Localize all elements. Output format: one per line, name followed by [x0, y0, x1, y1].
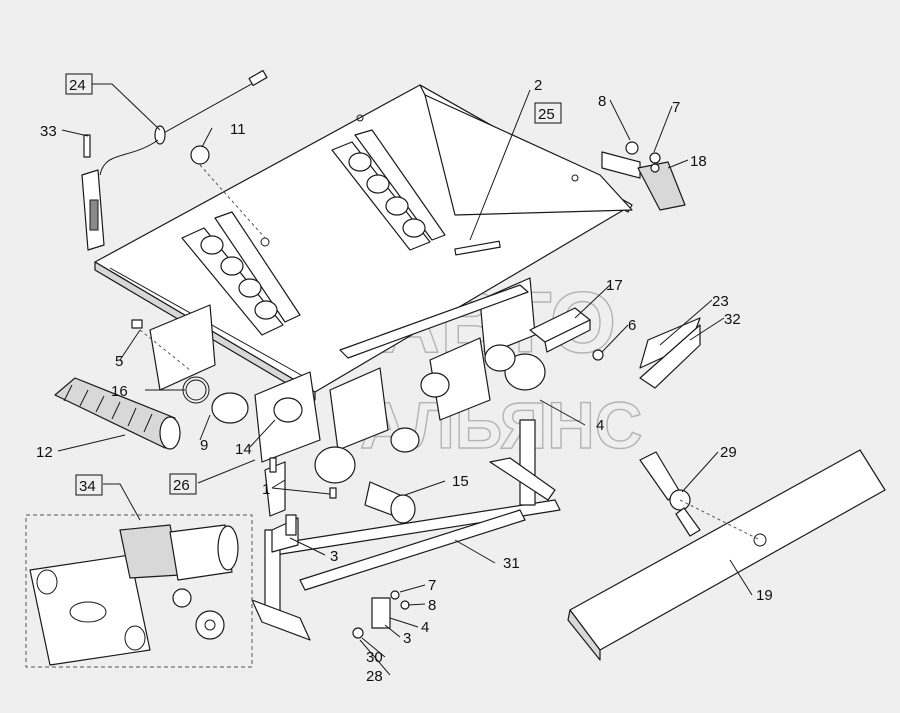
callout-18: 18 [690, 153, 707, 170]
fasteners [131, 240, 604, 639]
sensor-cable [81, 69, 268, 251]
side-bracket [601, 141, 686, 211]
callout-labels: 24 25 26 34 33 11 2 8 7 18 17 6 23 32 4 … [36, 77, 773, 685]
callout-4-bottom: 4 [421, 619, 429, 636]
bracket-plate [529, 307, 591, 353]
callout-9: 9 [200, 437, 208, 454]
callout-3-bottom: 3 [403, 630, 411, 647]
plug-cap [190, 145, 210, 165]
hopper-plate [94, 84, 633, 401]
callout-1: 1 [262, 481, 270, 498]
callout-box-24 [65, 73, 93, 95]
callout-17: 17 [606, 277, 623, 294]
callout-26: 26 [173, 477, 190, 494]
callout-11: 11 [230, 121, 246, 138]
callout-15: 15 [452, 473, 469, 490]
leader-lines [57, 83, 753, 676]
callout-25: 25 [538, 106, 555, 123]
callout-box-34 [75, 474, 103, 496]
callout-4-mid: 4 [596, 417, 604, 434]
callout-33: 33 [40, 123, 57, 140]
callout-24: 24 [69, 77, 86, 94]
callout-12: 12 [36, 444, 53, 461]
callout-box-25 [534, 102, 562, 124]
callout-6: 6 [628, 317, 636, 334]
mounting-bracket [271, 514, 299, 553]
callout-14: 14 [235, 441, 252, 458]
callout-31: 31 [503, 555, 520, 572]
side-cover [567, 449, 886, 661]
callout-16: 16 [111, 383, 128, 400]
handle-knob [639, 451, 701, 537]
callout-7-bottom: 7 [428, 577, 436, 594]
callout-30: 30 [366, 649, 383, 666]
callout-34: 34 [79, 478, 96, 495]
callout-8-top: 8 [598, 93, 606, 110]
callout-7-top: 7 [672, 99, 680, 116]
callout-8-bottom: 8 [428, 597, 436, 614]
callout-32: 32 [724, 311, 741, 328]
support-frame [251, 419, 561, 641]
drive-inset [25, 514, 253, 668]
callout-28: 28 [366, 668, 383, 685]
flexible-hose [54, 377, 181, 450]
guide-lines [139, 164, 761, 541]
pipe-sleeve [364, 481, 416, 524]
callout-2: 2 [534, 77, 542, 94]
frame-assembly [149, 277, 546, 517]
callout-5: 5 [115, 353, 123, 370]
callout-box-26 [169, 473, 197, 495]
callout-19: 19 [756, 587, 773, 604]
callout-3-upper: 3 [330, 548, 338, 565]
callout-29: 29 [720, 444, 737, 461]
deflector-plates [639, 317, 701, 389]
callout-23: 23 [712, 293, 729, 310]
